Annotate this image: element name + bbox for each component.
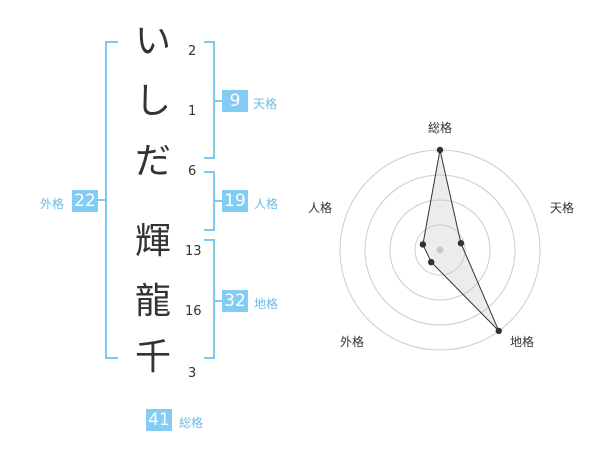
name-char-2: し bbox=[134, 81, 171, 122]
radar-ring-3 bbox=[364, 174, 516, 326]
chikaku-label: 地格 bbox=[254, 297, 279, 311]
chikaku-bracket bbox=[204, 239, 215, 359]
name-char-3: だ bbox=[134, 141, 171, 182]
radar-point-3 bbox=[495, 327, 502, 335]
radar-axis-label-2: 天格 bbox=[550, 200, 574, 215]
name-char-5: 龍 bbox=[134, 281, 171, 322]
name-char-6: 千 bbox=[134, 337, 171, 378]
radar-axis-label-3: 地格 bbox=[510, 334, 534, 349]
stroke-count-4: 13 bbox=[185, 244, 202, 259]
radar-area bbox=[422, 149, 500, 332]
tenkaku-badge: 9 bbox=[222, 90, 248, 112]
bracket-group bbox=[96, 41, 222, 359]
name-char-1: い bbox=[134, 21, 171, 62]
radar-point-5 bbox=[419, 241, 427, 248]
tenkaku-label: 天格 bbox=[253, 97, 278, 111]
chikaku-badge: 32 bbox=[222, 290, 248, 312]
stroke-count-2: 1 bbox=[188, 104, 197, 119]
jinkaku-label: 人格 bbox=[254, 197, 279, 211]
radar-axis-label-1: 総格 bbox=[428, 120, 452, 135]
radar-axis-label-4: 外格 bbox=[340, 334, 364, 349]
radar-ring-1 bbox=[414, 224, 466, 276]
radar-point-2 bbox=[457, 240, 465, 247]
radar-center-point bbox=[436, 246, 444, 254]
stroke-count-3: 6 bbox=[188, 164, 197, 179]
radar-axis-label-5: 人格 bbox=[308, 200, 332, 215]
gaikaku-label: 外格 bbox=[40, 197, 65, 211]
soukaku-badge: 41 bbox=[146, 409, 172, 431]
radar-point-4 bbox=[427, 258, 435, 266]
radar-point-1 bbox=[436, 146, 444, 154]
gaikaku-badge: 22 bbox=[72, 190, 98, 212]
stroke-count-5: 16 bbox=[185, 304, 202, 319]
stroke-count-1: 2 bbox=[188, 44, 197, 59]
radar-ring-2 bbox=[389, 199, 491, 301]
jinkaku-badge: 19 bbox=[222, 190, 248, 212]
soukaku-label: 総格 bbox=[179, 416, 204, 430]
name-char-4: 輝 bbox=[134, 221, 171, 262]
stroke-count-6: 3 bbox=[188, 366, 197, 381]
